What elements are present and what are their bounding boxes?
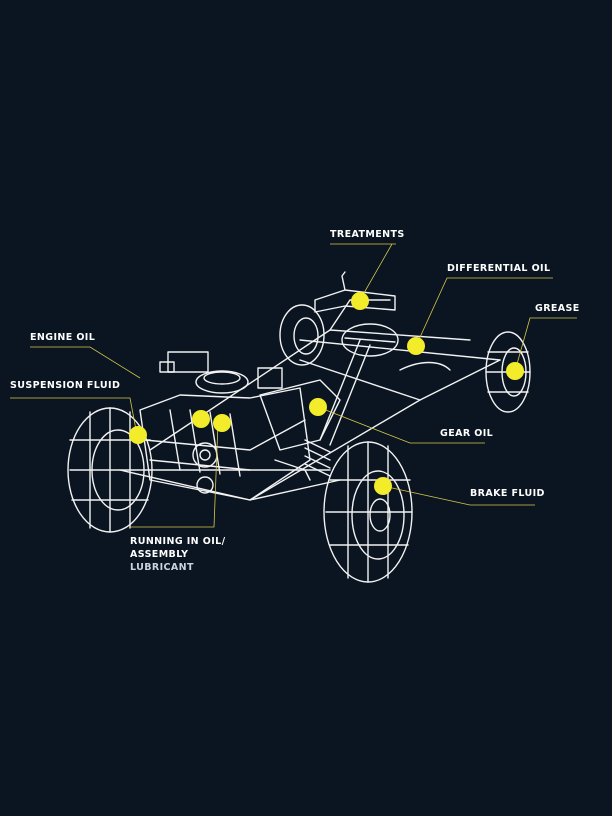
front-spring <box>304 439 331 477</box>
label-assembly: ASSEMBLY <box>130 549 189 560</box>
label-lubricant: LUBRICANT <box>130 562 194 573</box>
marker-brake-fluid <box>374 477 392 495</box>
transmission <box>259 379 341 451</box>
marker-suspension-fluid <box>129 426 147 444</box>
label-gear-oil: GEAR OIL <box>440 428 494 439</box>
steering-wheel <box>341 323 399 357</box>
leader-running-in <box>130 422 219 528</box>
rear-left-wheel <box>279 304 325 366</box>
leader-treatments <box>330 243 396 301</box>
label-suspension-fluid: SUSPENSION FLUID <box>10 380 121 391</box>
marker-running-in <box>213 414 231 432</box>
marker-engine-oil <box>192 410 210 428</box>
rear-axle <box>299 339 501 361</box>
leader-engine-oil <box>30 346 141 379</box>
steering-column <box>319 339 361 441</box>
frame-crossmember <box>299 359 421 401</box>
label-running-in-oil: RUNNING IN OIL/ <box>130 536 226 547</box>
air-filter <box>195 370 249 394</box>
label-differential-oil: DIFFERENTIAL OIL <box>447 263 551 274</box>
label-treatments: TREATMENTS <box>330 229 405 240</box>
marker-gear-oil <box>309 398 327 416</box>
label-engine-oil: ENGINE OIL <box>30 332 96 343</box>
label-brake-fluid: BRAKE FLUID <box>470 488 545 499</box>
marker-grease <box>506 362 524 380</box>
rear-right-wheel <box>485 331 531 413</box>
leader-suspension-fluid <box>10 397 138 436</box>
marker-treatments <box>351 292 369 310</box>
leader-grease <box>514 317 577 372</box>
leader-gear-oil <box>317 406 485 444</box>
leader-brake-fluid <box>382 485 535 506</box>
front-right-wheel <box>323 441 413 583</box>
marker-differential-oil <box>407 337 425 355</box>
leader-differential-oil <box>415 277 553 347</box>
engine-block <box>139 387 311 501</box>
label-grease: GREASE <box>535 303 580 314</box>
